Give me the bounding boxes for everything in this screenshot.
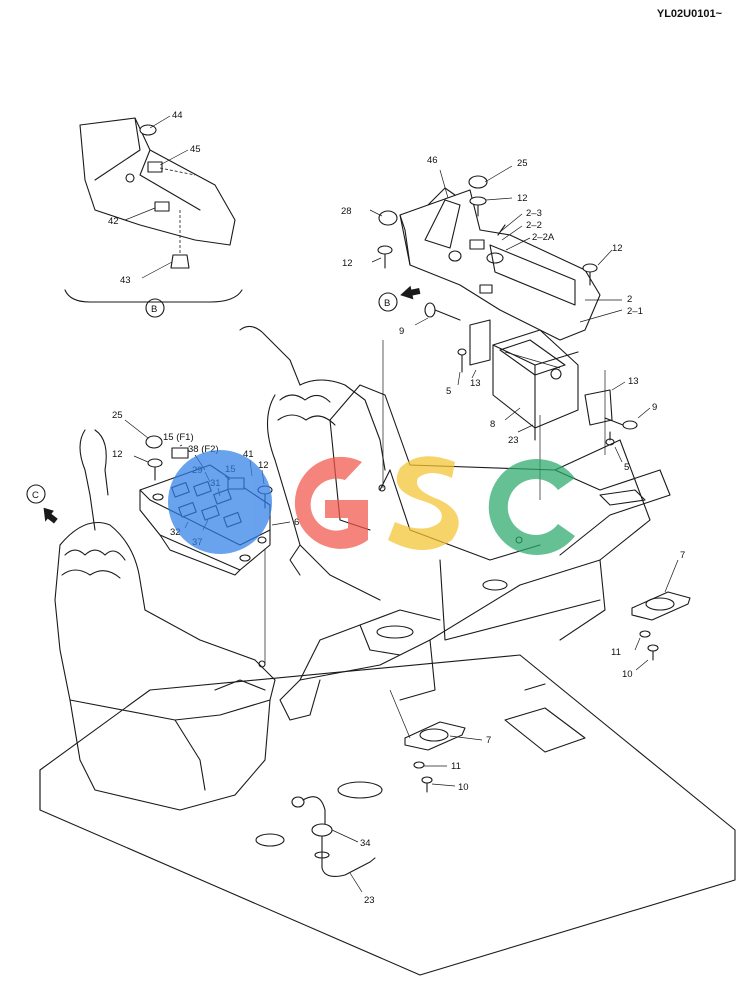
middle-seat-and-lever <box>239 325 386 601</box>
callout-46: 46 <box>427 155 438 166</box>
arrow-c-label: C <box>32 490 39 501</box>
callout-9b: 9 <box>652 402 657 413</box>
callout-5a: 5 <box>446 386 451 397</box>
callout-13a: 13 <box>470 378 481 389</box>
callout-5b: 5 <box>624 462 629 473</box>
left-seat-and-lever <box>43 429 276 811</box>
callout-41: 41 <box>243 449 254 460</box>
callout-12a: 12 <box>517 193 528 204</box>
callout-2: 2 <box>627 294 632 305</box>
callout-44: 44 <box>172 110 183 121</box>
callout-2-2a: 2–2A <box>532 232 555 243</box>
callout-2-1: 2–1 <box>627 306 643 317</box>
callout-7b: 7 <box>486 735 491 746</box>
callout-23a: 23 <box>508 435 519 446</box>
watermark-blue-disc <box>168 450 272 554</box>
gsc-watermark-logo <box>168 450 575 555</box>
callout-45: 45 <box>190 144 201 155</box>
detail-b-inset <box>64 115 243 303</box>
callout-11b: 11 <box>451 761 461 772</box>
antenna-cable <box>291 796 376 893</box>
callout-11a: 11 <box>611 647 621 658</box>
callout-38-f2: 38 (F2) <box>188 444 219 455</box>
callout-9a: 9 <box>399 326 404 337</box>
watermark-letter-g <box>294 456 368 549</box>
view-b-marker <box>145 298 165 318</box>
right-console-assembly <box>369 165 651 463</box>
callout-25b: 25 <box>112 410 123 421</box>
callout-2-3: 2–3 <box>526 208 542 219</box>
speaker-right <box>631 559 691 671</box>
callout-12e: 12 <box>258 460 269 471</box>
callout-2-2: 2–2 <box>526 220 542 231</box>
arrow-b-label: B <box>384 298 390 309</box>
callout-15-f1: 15 (F1) <box>163 432 194 443</box>
watermark-letter-c <box>488 458 575 555</box>
callout-6: 6 <box>294 517 299 528</box>
watermark-letter-s <box>388 456 459 550</box>
callout-10a: 10 <box>622 669 633 680</box>
callout-12d: 12 <box>112 449 123 460</box>
speaker-left <box>389 689 483 793</box>
callout-25a: 25 <box>517 158 528 169</box>
callout-42: 42 <box>108 216 119 227</box>
view-b-label: B <box>151 304 157 315</box>
arrow-b-marker <box>378 292 398 312</box>
callout-7a: 7 <box>680 550 685 561</box>
callout-28: 28 <box>341 206 352 217</box>
callout-8: 8 <box>490 419 495 430</box>
callout-10b: 10 <box>458 782 469 793</box>
callout-12b: 12 <box>612 243 623 254</box>
callout-12c: 12 <box>342 258 353 269</box>
callout-43: 43 <box>120 275 131 286</box>
arrow-c-marker <box>26 484 46 504</box>
callout-23b: 23 <box>364 895 375 906</box>
callout-34: 34 <box>360 838 371 849</box>
cab-floor-plate <box>39 654 736 976</box>
drawing-code: YL02U0101~ <box>656 8 722 20</box>
callout-13b: 13 <box>628 376 639 387</box>
callout-32: 32 <box>170 527 181 538</box>
